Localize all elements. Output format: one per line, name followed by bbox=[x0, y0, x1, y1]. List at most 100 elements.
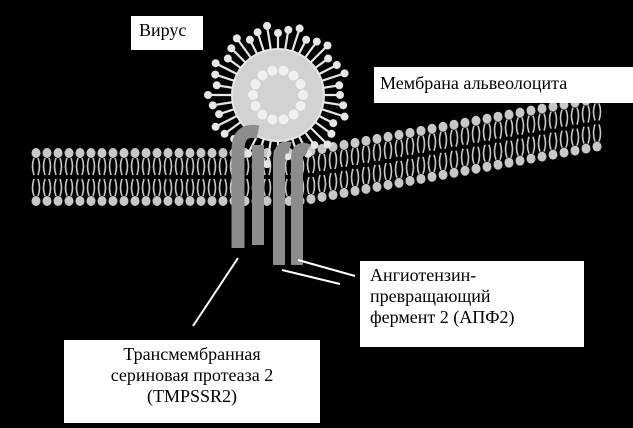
lipid-head bbox=[450, 120, 459, 130]
lipid-tail bbox=[517, 139, 524, 156]
virus-surface-spike bbox=[279, 66, 289, 76]
lipid-tail bbox=[583, 106, 590, 123]
lipid-pair bbox=[318, 144, 327, 202]
membrane-label: Мембрана альвеолоцита bbox=[374, 67, 633, 103]
ace2-protein bbox=[279, 148, 290, 266]
lipid-head bbox=[351, 186, 360, 196]
lipid-pair bbox=[351, 138, 360, 196]
lipid-head bbox=[483, 162, 492, 172]
lipid-head bbox=[538, 152, 547, 162]
lipid-head bbox=[472, 116, 481, 126]
lipid-tail bbox=[132, 179, 139, 196]
lipid-pair bbox=[32, 148, 41, 206]
lipid-pair bbox=[98, 148, 107, 206]
lipid-tail bbox=[66, 158, 73, 175]
lipid-head bbox=[527, 106, 536, 116]
lipid-pair bbox=[549, 102, 558, 160]
virus-surface-spike bbox=[296, 79, 306, 89]
virus-spike-tip bbox=[221, 130, 229, 138]
lipid-head bbox=[406, 176, 415, 186]
lipid-pair bbox=[582, 96, 591, 154]
lipid-tail bbox=[88, 179, 95, 196]
lipid-head bbox=[340, 188, 349, 198]
lipid-tail bbox=[66, 179, 73, 196]
lipid-tail bbox=[594, 104, 601, 121]
virus-spike-tip bbox=[323, 42, 331, 50]
lipid-tail bbox=[429, 155, 436, 172]
lipid-head bbox=[373, 182, 382, 192]
lipid-head bbox=[87, 196, 96, 206]
virus-spike-tip bbox=[323, 140, 331, 148]
lipid-tail bbox=[110, 158, 117, 175]
lipid-pair bbox=[329, 142, 338, 200]
lipid-tail bbox=[396, 140, 403, 157]
virus-spike-tip bbox=[209, 101, 217, 109]
lipid-head bbox=[516, 156, 525, 166]
lipid-head bbox=[549, 102, 558, 112]
lipid-tail bbox=[374, 165, 381, 182]
lipid-head bbox=[54, 196, 63, 206]
virus-spike-tip bbox=[329, 119, 337, 127]
lipid-head bbox=[538, 104, 547, 114]
lipid-tail bbox=[352, 169, 359, 186]
lipid-head bbox=[439, 170, 448, 180]
lipid-tail bbox=[33, 179, 40, 196]
virus-surface-spike bbox=[267, 114, 277, 124]
lipid-head bbox=[175, 196, 184, 206]
lipid-head bbox=[373, 134, 382, 144]
lipid-tail bbox=[539, 114, 546, 131]
lipid-tail bbox=[176, 158, 183, 175]
lipid-head bbox=[153, 148, 162, 158]
lipid-head bbox=[461, 166, 470, 176]
lipid-head bbox=[43, 196, 52, 206]
virus-spike-tip bbox=[335, 81, 343, 89]
lipid-tail bbox=[88, 158, 95, 175]
lipid-head bbox=[516, 108, 525, 118]
lipid-head bbox=[593, 142, 602, 152]
virus-surface-spike bbox=[250, 79, 260, 89]
virus-spike-tip bbox=[302, 36, 310, 44]
lipid-pair bbox=[131, 148, 140, 206]
lipid-tail bbox=[154, 179, 161, 196]
lipid-pair bbox=[87, 148, 96, 206]
lipid-tail bbox=[198, 179, 205, 196]
lipid-tail bbox=[143, 158, 150, 175]
lipid-tail bbox=[330, 173, 337, 190]
lipid-head bbox=[32, 196, 41, 206]
virus-surface-spike bbox=[248, 90, 258, 100]
lipid-head bbox=[417, 174, 426, 184]
virus-spike-tip bbox=[224, 55, 232, 63]
lipid-tail bbox=[484, 124, 491, 141]
lipid-tail bbox=[55, 158, 62, 175]
lipid-head bbox=[197, 196, 206, 206]
virus-spike-tip bbox=[212, 59, 220, 67]
lipid-head bbox=[582, 144, 591, 154]
lipid-pair bbox=[76, 148, 85, 206]
lipid-tail bbox=[572, 108, 579, 125]
lipid-pair bbox=[417, 126, 426, 184]
lipid-head bbox=[439, 122, 448, 132]
lipid-head bbox=[186, 148, 195, 158]
lipid-tail bbox=[407, 138, 414, 155]
virus-spike-tip bbox=[313, 38, 321, 46]
lipid-head bbox=[76, 196, 85, 206]
lipid-tail bbox=[473, 147, 480, 164]
lipid-tail bbox=[528, 116, 535, 133]
lipid-head bbox=[120, 148, 129, 158]
lipid-head bbox=[76, 148, 85, 158]
lipid-tail bbox=[407, 159, 414, 176]
lipid-head bbox=[384, 132, 393, 142]
lipid-tail bbox=[506, 141, 513, 158]
tmprss2-protein-segment bbox=[252, 145, 264, 245]
lipid-tail bbox=[363, 146, 370, 163]
lipid-head bbox=[505, 158, 514, 168]
lipid-head bbox=[406, 128, 415, 138]
lipid-tail bbox=[77, 179, 84, 196]
lipid-head bbox=[527, 154, 536, 164]
lipid-head bbox=[340, 140, 349, 150]
lipid-head bbox=[571, 146, 580, 156]
lipid-tail bbox=[154, 158, 161, 175]
lipid-pair bbox=[153, 148, 162, 206]
virus-spike-tip bbox=[296, 24, 304, 32]
virus-surface-spike bbox=[296, 101, 306, 111]
